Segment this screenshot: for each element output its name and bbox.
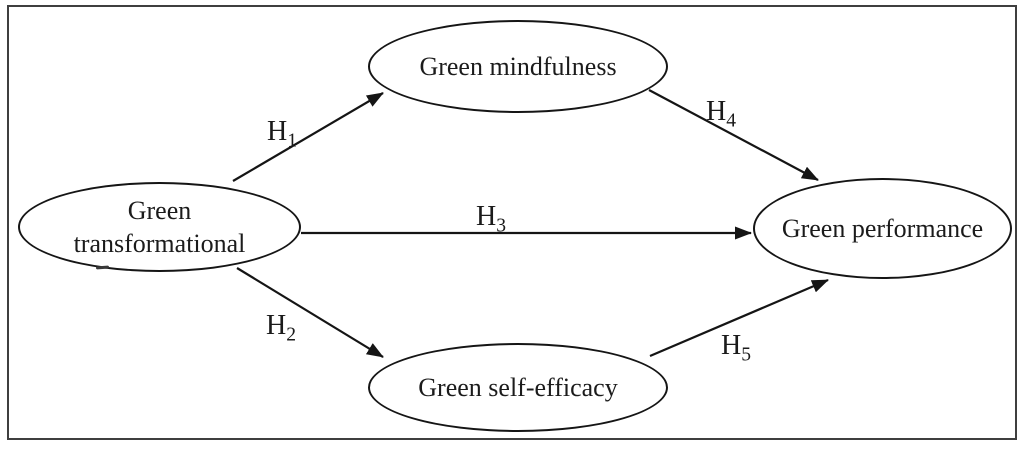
edge-label-h1: H1 bbox=[267, 116, 298, 152]
edge-label-h5: H5 bbox=[721, 330, 752, 366]
node-green-performance-label: Green performance bbox=[781, 214, 984, 243]
node-green-mindfulness: Green mindfulness bbox=[368, 20, 668, 113]
edge-label-h3: H3 bbox=[476, 201, 507, 237]
edge-label-h4: H4 bbox=[706, 96, 737, 132]
node-green-transformational: Green transformational bbox=[18, 182, 301, 272]
node-green-performance: Green performance bbox=[753, 178, 1012, 279]
node-green-self-efficacy-label: Green self-efficacy bbox=[418, 373, 618, 402]
node-green-self-efficacy: Green self-efficacy bbox=[368, 343, 668, 432]
node-green-transformational-label: Green transformational bbox=[73, 196, 246, 258]
node-green-mindfulness-label: Green mindfulness bbox=[419, 52, 617, 81]
edge-label-h2: H2 bbox=[266, 310, 297, 346]
